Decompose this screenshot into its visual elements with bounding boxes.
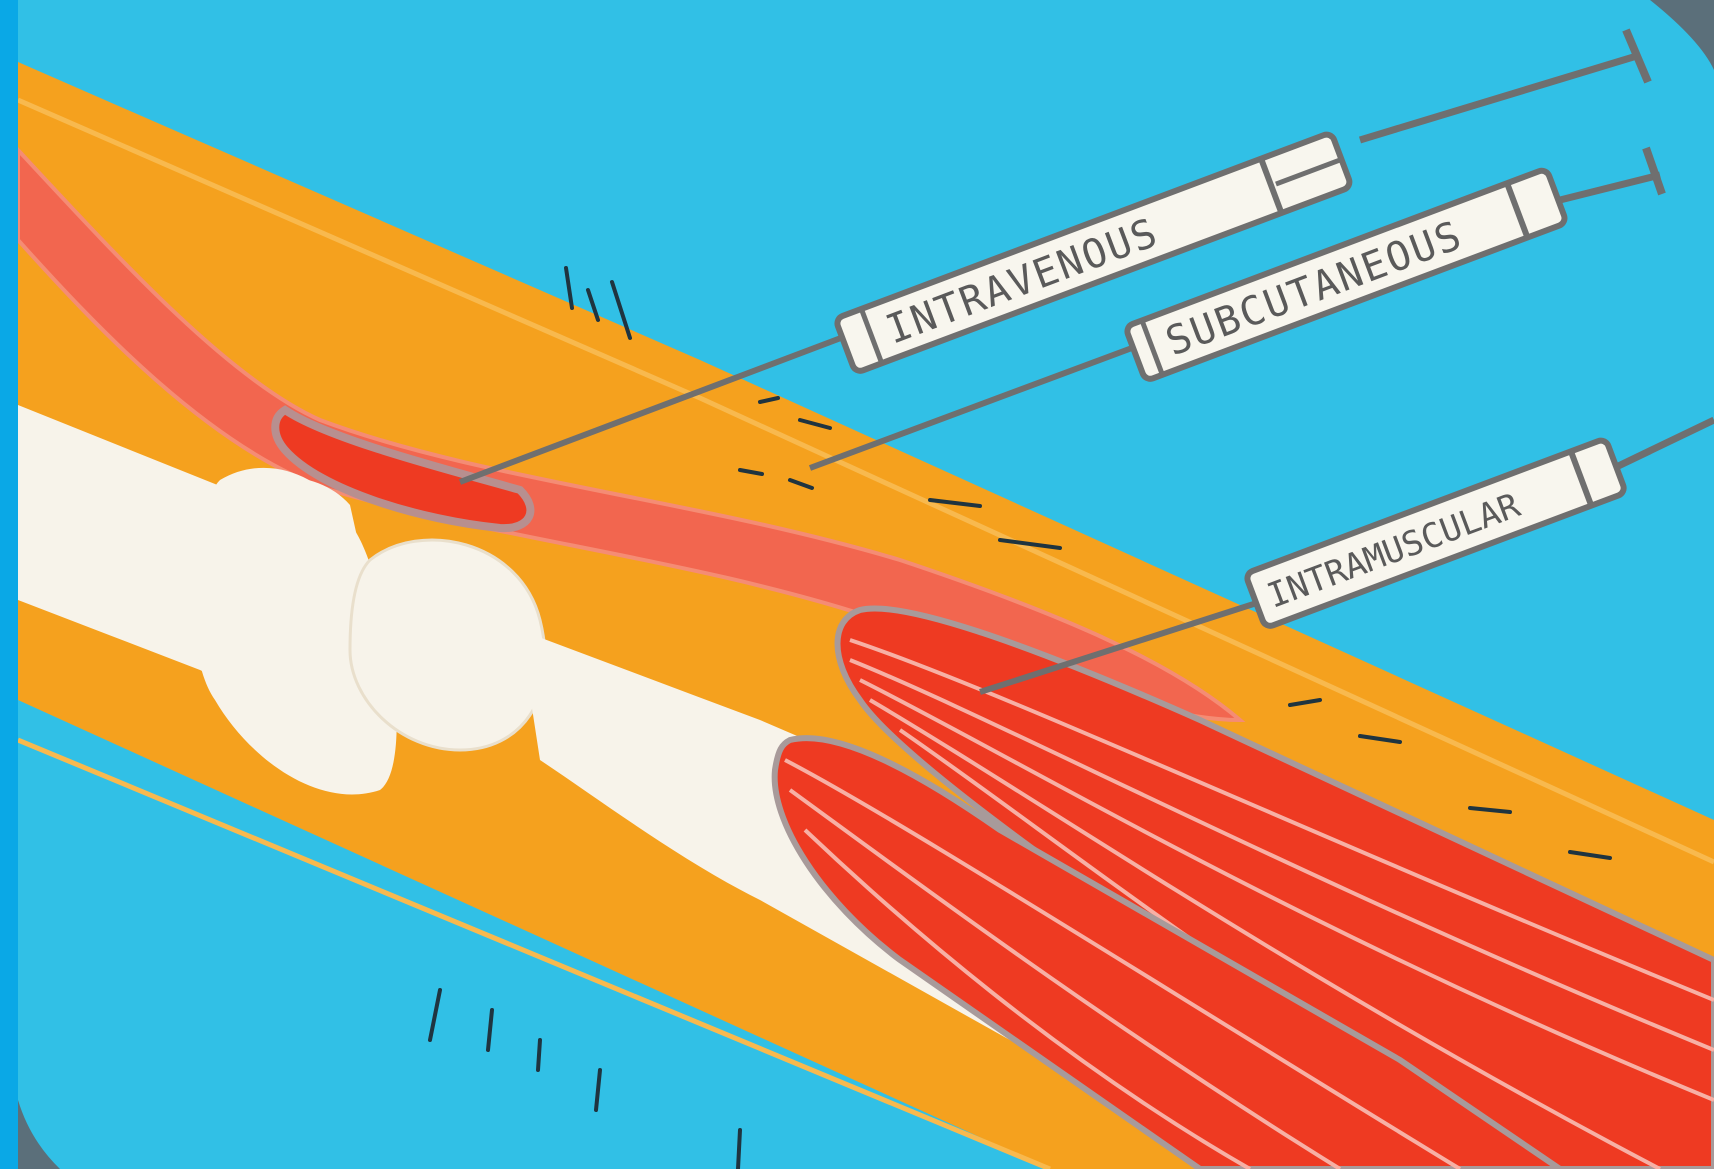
frame-strip <box>0 0 18 1169</box>
